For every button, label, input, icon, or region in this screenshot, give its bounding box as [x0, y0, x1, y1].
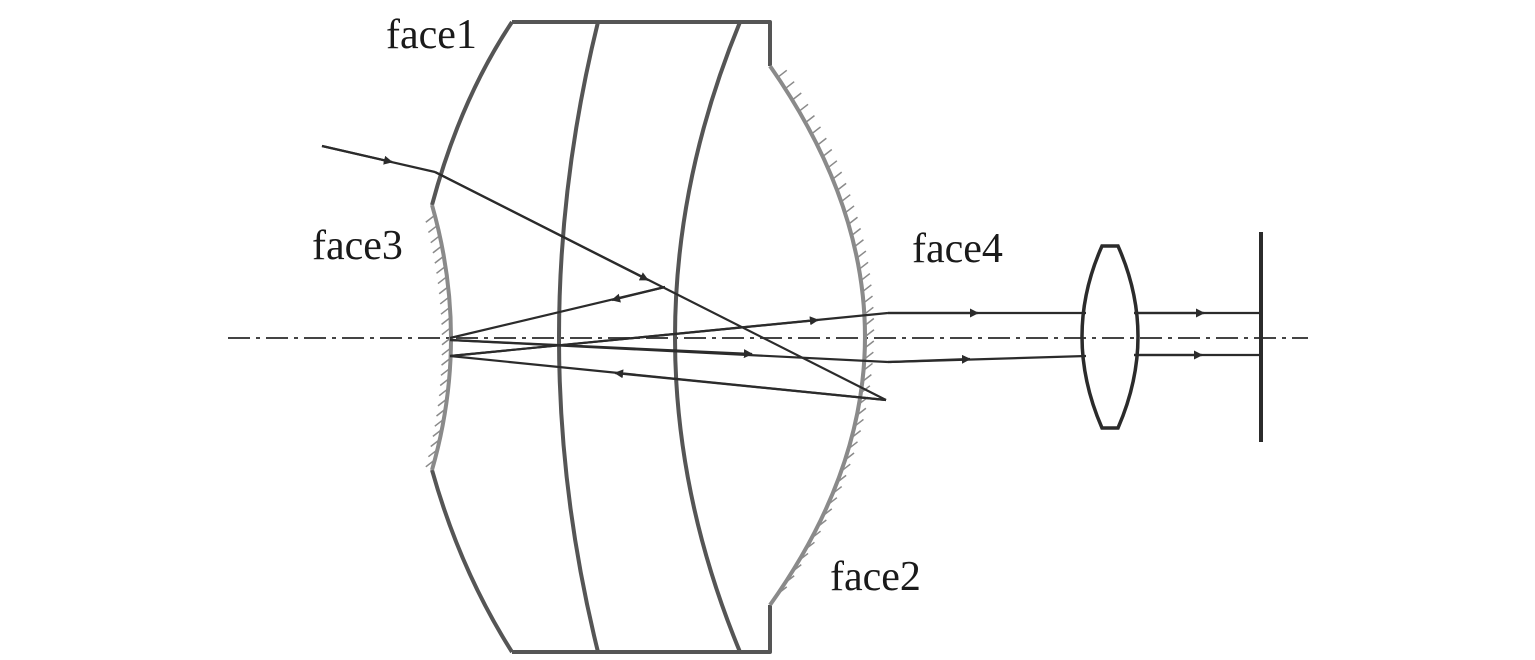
mirror-hatch-mark — [822, 148, 833, 158]
mirror-hatch-mark — [777, 69, 788, 78]
mirror-hatch-mark — [858, 261, 869, 270]
mirror-hatch-mark — [798, 103, 809, 112]
mirror-hatch-mark — [836, 474, 847, 483]
mirror-hatch-mark — [861, 374, 872, 383]
light-rays — [321, 144, 1260, 402]
mirror-hatch-mark — [784, 81, 795, 90]
mirror-hatch-mark — [844, 452, 855, 461]
mirror-hatch-mark — [811, 530, 822, 539]
mirror-hatch-mark — [798, 552, 809, 562]
mirror-hatch-mark — [432, 428, 443, 437]
mirror-hatch-mark — [816, 137, 827, 146]
mirror-hatch-mark — [853, 418, 864, 428]
face3-label: face3 — [312, 223, 403, 269]
internal-surfaces — [557, 21, 742, 653]
mirror-hatch-mark — [440, 306, 451, 315]
mirror-hatch-mark — [434, 418, 445, 427]
face2-label: face2 — [830, 554, 921, 600]
mirror-hatch-mark — [864, 317, 875, 327]
mirror-hatch-mark — [439, 296, 450, 305]
relay-lens — [1080, 244, 1140, 430]
mirror-hatch-mark — [844, 205, 855, 214]
mirror-hatch-mark — [436, 408, 446, 417]
mirror-hatch-mark — [804, 541, 815, 550]
mirror-hatch-mark — [441, 347, 452, 356]
face1-surface — [430, 20, 514, 206]
mirror-hatch-mark — [864, 329, 875, 338]
mirror-hatch-mark — [851, 227, 862, 237]
mirror-hatch-mark — [863, 351, 874, 360]
mirror-hatch-mark — [851, 430, 862, 439]
mirror-hatch-mark — [816, 519, 827, 528]
mirror-hatch-mark — [430, 235, 441, 244]
mirror-hatch-mark — [791, 564, 802, 573]
mirror-hatch-mark — [441, 357, 452, 366]
mirror-hatch-mark — [827, 497, 838, 506]
mirror-hatch-mark — [791, 92, 802, 101]
mirror-hatch-mark — [437, 275, 448, 285]
mirror-hatch-mark — [853, 239, 864, 248]
mirror-hatch-mark — [432, 245, 443, 254]
mirror-hatch-mark — [439, 377, 450, 387]
mirror-hatch-mark — [438, 388, 449, 397]
mirror-hatch-mark — [840, 194, 851, 203]
mirror-hatch-mark — [856, 250, 867, 259]
mirror-hatch-mark — [864, 340, 875, 349]
mirror-hatch-mark — [427, 449, 438, 458]
mirror-hatch-mark — [425, 214, 436, 223]
mirror-hatch-mark — [861, 284, 872, 293]
mirror-hatch-mark — [430, 438, 441, 448]
mirror-hatch-mark — [840, 463, 851, 472]
mirror-hatch-mark — [441, 337, 452, 346]
face2-mirror — [768, 64, 875, 607]
face4-label: face4 — [912, 226, 1003, 272]
internal-surface-1 — [557, 21, 600, 653]
mirror-hatch-mark — [436, 265, 446, 274]
mirror-hatch-mark — [860, 272, 871, 282]
mirror-hatch-mark — [425, 459, 436, 468]
mirror-hatch-mark — [804, 115, 815, 124]
mirror-hatch-mark — [863, 295, 873, 304]
mirror-hatch-mark — [441, 316, 452, 325]
mirror-hatch-mark — [784, 575, 795, 584]
mirror-hatch-mark — [441, 326, 452, 336]
mirror-hatch-mark — [848, 441, 858, 450]
mirror-hatch-mark — [438, 286, 449, 295]
mirror-hatch-mark — [427, 224, 438, 234]
mirror-hatch-mark — [440, 367, 451, 376]
mirror-hatch-mark — [856, 407, 867, 416]
mirror-hatch-mark — [822, 508, 833, 517]
face1-label: face1 — [386, 12, 477, 58]
internal-surface-2 — [673, 21, 742, 653]
mirror-hatch-mark — [832, 171, 843, 180]
mirror-hatch-mark — [827, 160, 838, 169]
mirror-hatch-mark — [777, 586, 788, 595]
mirror-hatch-mark — [832, 485, 843, 495]
mirror-hatch-mark — [863, 306, 874, 315]
mirror-hatch-mark — [848, 216, 858, 225]
mirror-hatch-mark — [836, 182, 847, 191]
mirror-hatch-mark — [437, 398, 448, 407]
mirror-hatch-mark — [434, 255, 445, 264]
mirror-hatch-mark — [863, 362, 873, 372]
mirror-hatch-mark — [811, 126, 822, 135]
